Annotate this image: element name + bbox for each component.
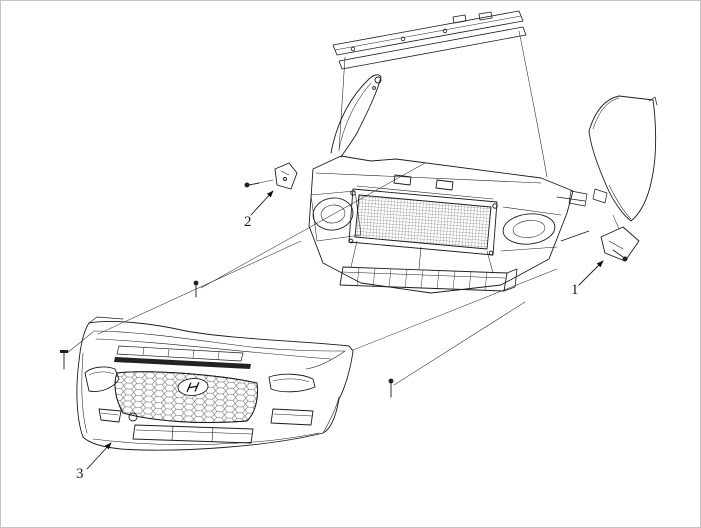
radiator-grille-mesh xyxy=(354,194,492,250)
alignment-pin-left xyxy=(60,350,68,370)
front-end-module xyxy=(308,10,590,294)
lower-intake xyxy=(132,424,254,444)
drl-right xyxy=(268,373,316,393)
callout-leader-2 xyxy=(250,190,274,216)
carrier-body xyxy=(308,155,574,294)
headlamp-opening-right xyxy=(500,206,562,252)
bumper-grille xyxy=(114,371,258,424)
callout-leader-3 xyxy=(86,442,112,470)
fog-lamp-left xyxy=(98,408,138,423)
headlamp-left xyxy=(84,366,120,392)
lower-crossmember xyxy=(339,240,518,292)
callout-1: 1 xyxy=(571,282,579,298)
headlamp-opening-left xyxy=(310,190,362,242)
side-bracket-right xyxy=(578,214,640,286)
air-guard-panel xyxy=(330,74,382,158)
alignment-pin-center xyxy=(193,280,199,298)
projection-guide-lines xyxy=(66,162,558,386)
front-bumper-cover xyxy=(76,316,354,470)
lower-vent-right xyxy=(270,408,314,426)
callout-leader-1 xyxy=(578,260,604,286)
side-bracket-left xyxy=(244,162,298,216)
carrier-side-extension xyxy=(556,190,590,242)
callout-2: 2 xyxy=(244,214,252,230)
upper-tie-bar xyxy=(332,10,548,178)
upper-vent-slats xyxy=(114,345,251,369)
callout-3: 3 xyxy=(76,466,84,482)
screw-icon-left xyxy=(244,179,274,188)
fender-panel xyxy=(588,95,658,222)
hyundai-logo xyxy=(177,378,209,396)
tow-hook-cap xyxy=(128,412,138,422)
alignment-pin-right xyxy=(388,378,394,398)
screw-icon-right xyxy=(612,249,628,262)
